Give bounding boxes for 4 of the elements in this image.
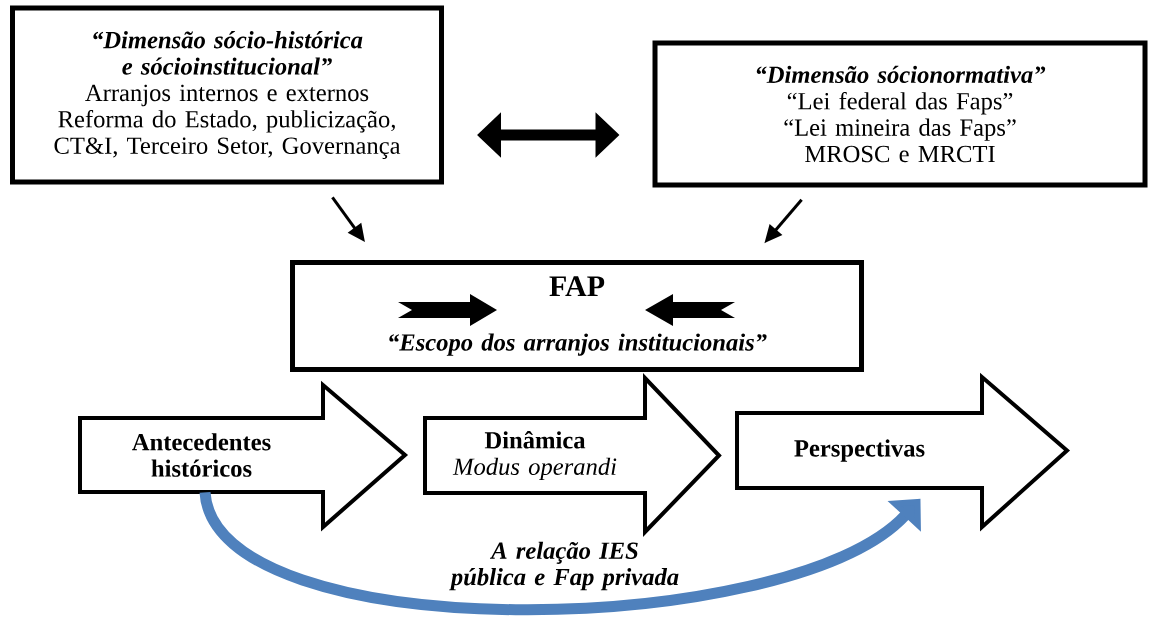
text-box: “Dimensão sócionormativa” “Lei federal das Faps” “Lei mineira das Faps” MROSC e MRCTI (652, 40, 1148, 188)
note-text: A relação IES pública e Fap privada (449, 541, 679, 591)
text-box: “Dimensão sócio-histórica e sócioinstitucional” Arranjos internos e externos Reforma do Estado, publicização, CT&I, Terceiro Setor, Governança (10, 5, 444, 185)
text-box: FAP “Escopo dos arranjos institucionais” (290, 260, 864, 372)
